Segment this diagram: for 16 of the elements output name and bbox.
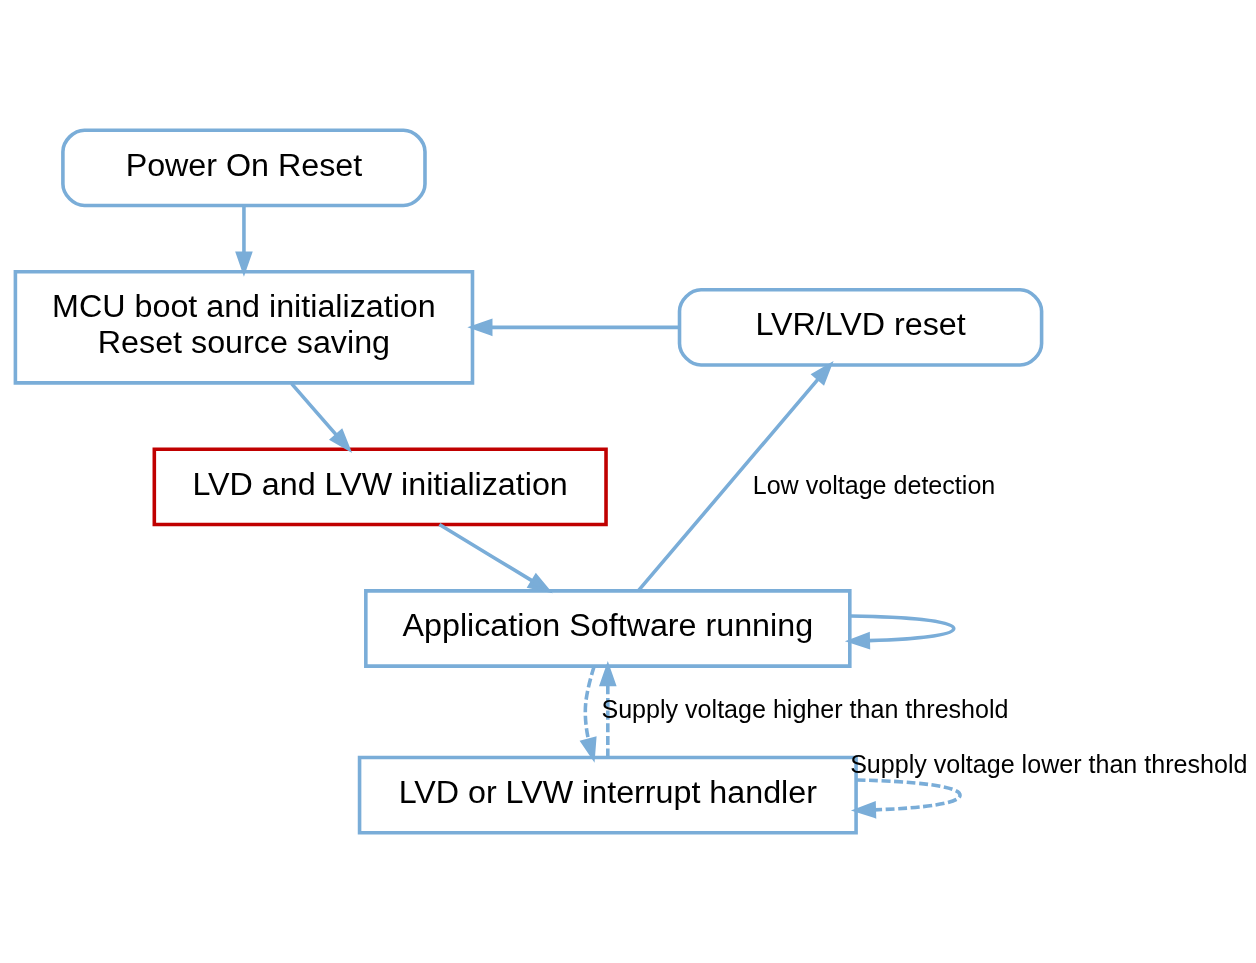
node-box: LVR/LVD reset xyxy=(677,287,1044,367)
arrow xyxy=(290,382,353,453)
arrow xyxy=(637,360,834,592)
arrow xyxy=(235,205,253,277)
arrow xyxy=(599,661,617,758)
edge-label: Supply voltage higher than threshold xyxy=(601,695,1009,724)
arrow xyxy=(844,614,956,650)
arrow xyxy=(467,318,679,337)
node-box: MCU boot and initialization Reset source saving xyxy=(13,270,475,385)
arrow xyxy=(438,523,553,594)
node-box: Power On Reset xyxy=(61,128,427,208)
edge-label: Low voltage detection xyxy=(752,470,996,499)
arrow xyxy=(850,778,962,819)
node-box: LVD and LVW initialization xyxy=(152,447,608,527)
node-box: Application Software running xyxy=(364,589,852,668)
arrow xyxy=(579,666,597,763)
